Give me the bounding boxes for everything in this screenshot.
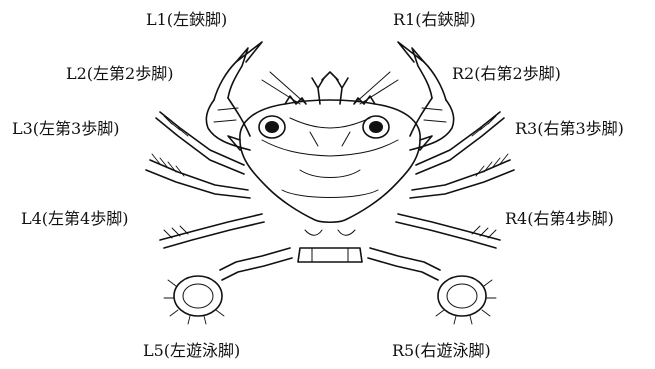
carapace: [240, 100, 420, 222]
label-right-swimming-leg: R5(右遊泳脚): [392, 343, 491, 359]
label-left-swimming-leg: L5(左遊泳脚): [143, 343, 240, 359]
label-right-cheliped: R1(右鋏脚): [393, 12, 476, 28]
label-left-walking-leg-3: L3(左第3歩脚): [12, 121, 119, 137]
label-right-walking-leg-3: R3(右第3歩脚): [515, 121, 624, 137]
label-left-cheliped: L1(左鋏脚): [146, 12, 227, 28]
label-left-walking-leg-4: L4(左第4歩脚): [21, 211, 128, 227]
label-right-walking-leg-2: R2(右第2歩脚): [452, 66, 561, 82]
label-left-walking-leg-2: L2(左第2歩脚): [66, 66, 173, 82]
label-right-walking-leg-4: R4(右第4歩脚): [505, 211, 614, 227]
